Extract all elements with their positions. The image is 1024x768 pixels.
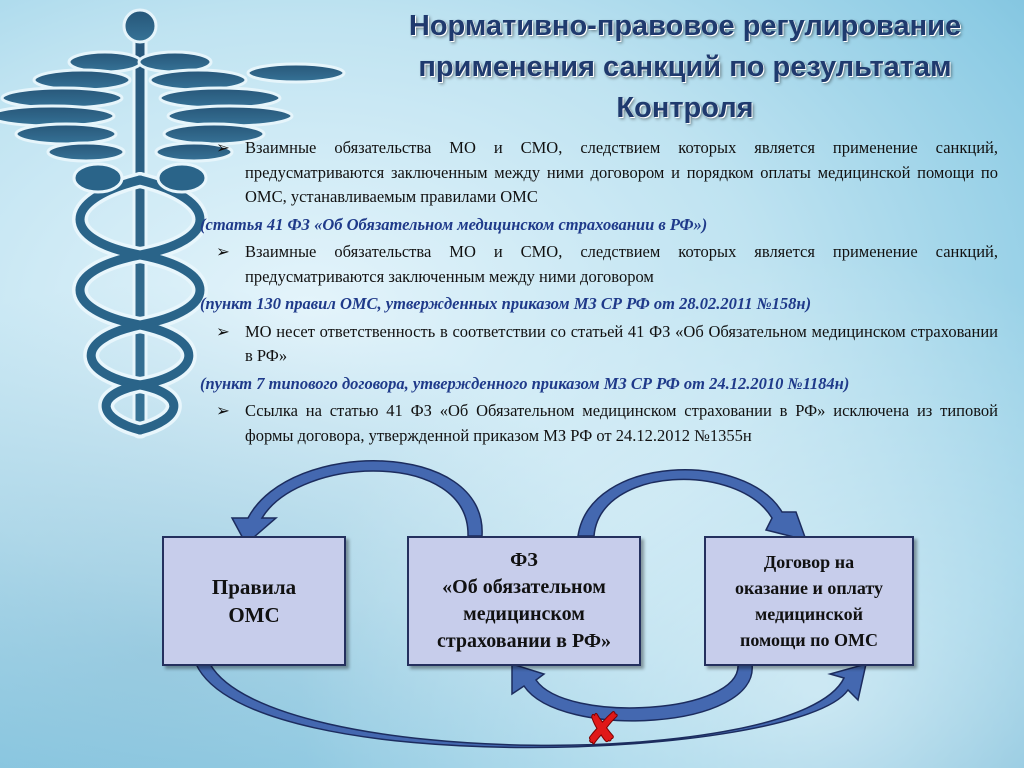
arrow-bullet-icon: ➢: [216, 321, 230, 341]
arrow-contract-to-law: [511, 662, 753, 722]
list-item-text: Взаимные обязательства МО и СМО, следств…: [245, 242, 998, 286]
list-item-text: Ссылка на статью 41 ФЗ «Об Обязательном …: [245, 401, 998, 445]
list-item: ➢ Взаимные обязательства МО и СМО, следс…: [200, 240, 998, 289]
content-list: ➢ Взаимные обязательства МО и СМО, следс…: [200, 136, 998, 448]
list-item-text: МО несет ответственность в соответствии …: [245, 321, 998, 366]
title-line-2: применения санкций по результатам: [418, 51, 952, 83]
arrow-law-to-rules: [230, 460, 483, 546]
box-line: страховании в РФ»: [436, 630, 612, 652]
legal-reference: (статья 41 ФЗ «Об Обязательном медицинск…: [200, 214, 708, 234]
caduceus-icon: [0, 8, 346, 439]
box-line: медицинском: [463, 603, 585, 625]
list-item: ➢ МО несет ответственность в соответстви…: [200, 320, 998, 369]
box-line: Правила: [211, 575, 297, 599]
box-oms-rules: Правила ОМС: [162, 536, 346, 666]
broken-link-cross-icon: ✘: [584, 704, 621, 755]
box-line: ФЗ: [510, 549, 538, 571]
arrow-law-to-contract: [577, 469, 808, 542]
box-line: медицинской: [754, 604, 864, 624]
arrow-bullet-icon: ➢: [216, 242, 230, 261]
box-line: Договор на: [763, 552, 855, 572]
box-line: ОМС: [228, 603, 280, 627]
list-item-text: Взаимные обязательства МО и СМО, следств…: [245, 138, 998, 206]
arrow-bullet-icon: ➢: [216, 401, 230, 420]
title-line-3: Контроля: [616, 92, 754, 124]
title-line-1: Нормативно-правовое регулирование: [408, 10, 962, 42]
list-item: ➢ Ссылка на статью 41 ФЗ «Об Обязательно…: [200, 399, 998, 448]
list-item: ➢ Взаимные обязательства МО и СМО, следс…: [200, 136, 998, 210]
arrow-bullet-icon: ➢: [216, 138, 230, 157]
legal-reference: (пункт 130 правил ОМС, утвержденных прик…: [200, 294, 812, 313]
box-line: «Об обязательном: [442, 576, 606, 598]
arrow-rules-to-contract: [194, 662, 868, 749]
box-federal-law: ФЗ «Об обязательном медицинском страхова…: [407, 536, 641, 666]
box-line: помощи по ОМС: [740, 630, 878, 650]
box-care-contract: Договор на оказание и оплату медицинской…: [704, 536, 914, 666]
legal-reference: (пункт 7 типового договора, утвержденног…: [200, 373, 850, 393]
slide-title: Нормативно-правовое регулирование примен…: [340, 6, 1024, 129]
box-line: оказание и оплату: [734, 578, 884, 598]
